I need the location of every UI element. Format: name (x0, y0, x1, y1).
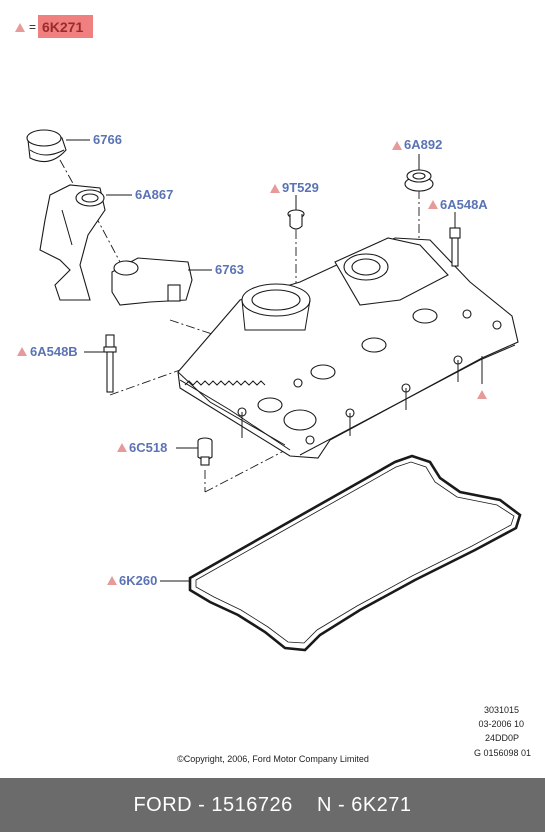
oil-separator (39, 184, 106, 301)
grommet-6A892 (404, 169, 434, 192)
callouts: 6766 6A867 6763 9T529 6A892 6A548A 6A548… (17, 132, 488, 588)
footer-oem-code: N - 6K271 (316, 793, 412, 816)
triangle-icon (107, 576, 117, 585)
triangle-icon (477, 390, 487, 399)
callout-9T529: 9T529 (282, 180, 319, 195)
footer-spacer (293, 794, 317, 817)
oil-filler-cap (26, 129, 67, 163)
plug-9T529 (287, 209, 305, 230)
parts-diagram: = 6K271 (15, 15, 531, 764)
copyright-text: ©Copyright, 2006, Ford Motor Company Lim… (177, 754, 369, 764)
legend-triangle-icon (15, 23, 25, 32)
legend-code: 6K271 (42, 19, 83, 35)
ref-code-3: 24DD0P (485, 733, 519, 743)
footer-part-number: FORD - 1516726 (133, 793, 293, 816)
legend-highlight (38, 15, 93, 38)
spacer-6C518 (197, 437, 213, 466)
bolt-6A548A (449, 227, 461, 267)
callout-6A867: 6A867 (135, 187, 173, 202)
pcv-valve (111, 257, 193, 306)
reference-codes: 3031015 03-2006 10 24DD0P G 0156098 01 (474, 705, 531, 758)
triangle-icon (17, 347, 27, 356)
rocker-cover (177, 237, 519, 459)
triangle-icon (428, 200, 438, 209)
triangle-icon (392, 141, 402, 150)
triangle-icon (270, 184, 280, 193)
leader-lines (66, 139, 483, 582)
footer-bar: FORD - 1516726 N - 6K271 (0, 778, 545, 832)
legend-equals: = (29, 20, 36, 34)
stud-6A548B (103, 334, 117, 393)
gasket-6K260 (188, 454, 522, 652)
callout-6C518: 6C518 (129, 440, 167, 455)
callout-6K260: 6K260 (119, 573, 157, 588)
callout-6A548B: 6A548B (30, 344, 78, 359)
ref-code-2: 03-2006 10 (478, 719, 524, 729)
callout-6A548A: 6A548A (440, 197, 488, 212)
callout-6766: 6766 (93, 132, 122, 147)
callout-6A892: 6A892 (404, 137, 442, 152)
ref-code-1: 3031015 (484, 705, 519, 715)
triangle-icon (117, 443, 127, 452)
callout-6763: 6763 (215, 262, 244, 277)
legend: = 6K271 (15, 15, 93, 38)
ref-code-4: G 0156098 01 (474, 748, 531, 758)
